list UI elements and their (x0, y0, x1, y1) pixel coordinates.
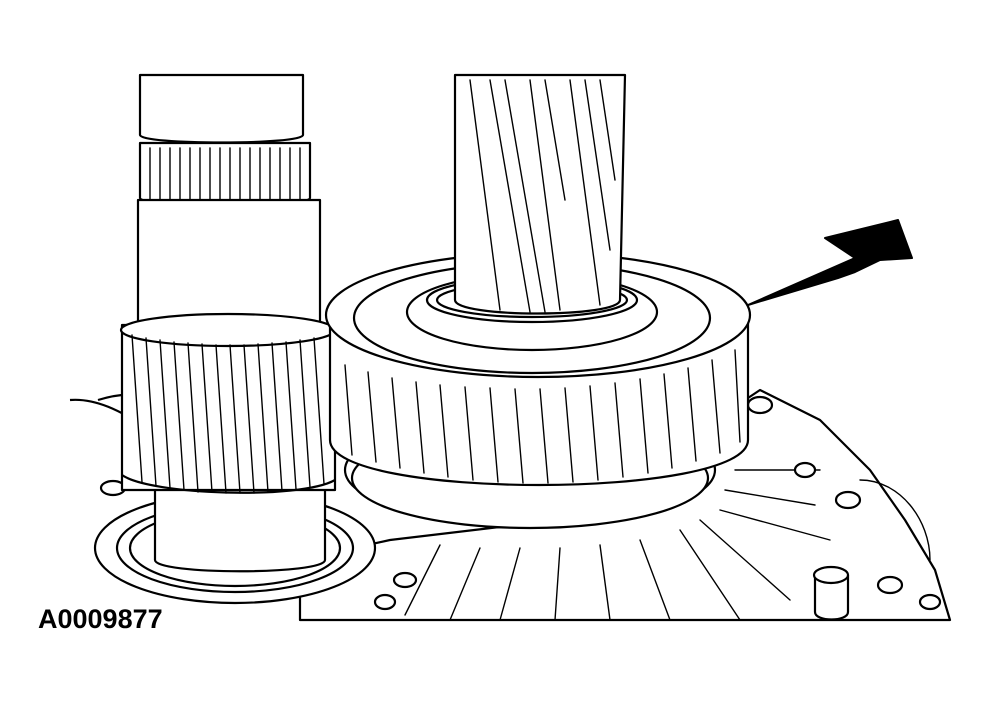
countershaft (136, 73, 327, 573)
countershaft-gear (119, 312, 337, 494)
bolt-hole (876, 575, 904, 595)
bolt-hole (918, 593, 942, 611)
bolt-hole (834, 490, 862, 510)
bolt-hole (793, 461, 817, 479)
bolt-hole (392, 571, 418, 589)
dowel-pin (813, 573, 850, 621)
bolt-hole (746, 395, 774, 415)
indicator-arrow (747, 219, 913, 306)
bolt-hole (373, 593, 397, 611)
splined-hub (138, 141, 312, 207)
main-shaft (453, 73, 627, 315)
figure-id-label: A0009877 (38, 604, 163, 634)
